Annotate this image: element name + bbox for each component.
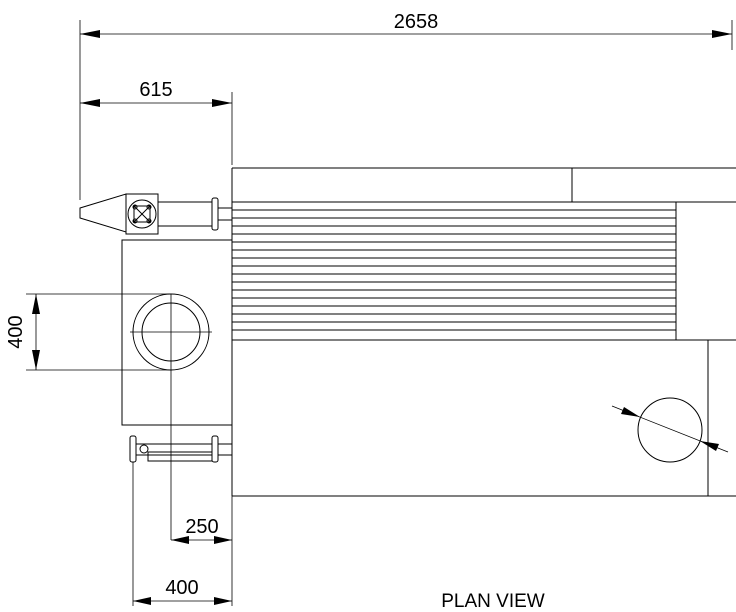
dimension-inlet-height: 400: [5, 293, 171, 371]
inlet-opening: [130, 293, 212, 540]
arrow-right: [712, 30, 732, 38]
valve-body: [125, 193, 159, 235]
dimension-overall-length: 2658: [79, 11, 733, 200]
outlet-flange-right: [211, 435, 219, 463]
dimension-outlet-width: 400: [133, 577, 232, 605]
drawing-title: PLAN VIEW: [441, 591, 545, 612]
dimension-label-400-bottom: 400: [165, 577, 198, 599]
arrow-left: [80, 30, 100, 38]
main-unit-body: [231, 167, 736, 497]
dimension-label-400-vertical: 400: [5, 315, 27, 348]
inlet-housing: [121, 239, 233, 426]
outlet-opening: [611, 397, 729, 463]
pipe-flange: [211, 197, 219, 231]
outlet-valve-icon: [139, 444, 149, 454]
inlet-cone: [79, 193, 127, 233]
outlet-flange-left: [129, 435, 137, 463]
dimension-outlet-offset: 250: [171, 516, 232, 544]
dimension-label-615: 615: [139, 79, 172, 101]
valve-handwheel: [127, 199, 157, 229]
dimension-flange-offset: 615: [80, 79, 233, 165]
dimension-label-2658: 2658: [394, 11, 439, 33]
tube-bundle: [232, 201, 676, 331]
dimension-label-250: 250: [185, 516, 218, 538]
inlet-cone-assembly: [79, 193, 232, 235]
outlet-pipe-assembly: [129, 435, 233, 606]
